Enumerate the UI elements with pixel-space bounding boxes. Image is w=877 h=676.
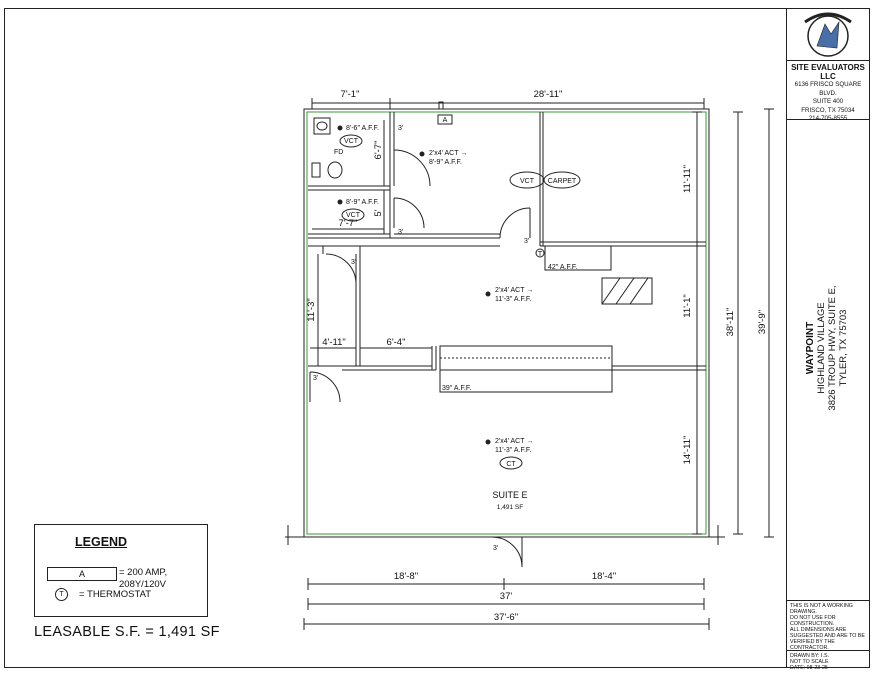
door-dim-6: 3' [493,545,498,552]
dim-right-1: 11'-11" [682,165,693,193]
rr1-ceiling: 8'-6" A.F.F. [346,125,379,132]
disclaimer-note: THIS IS NOT A WORKING DRAWING. DO NOT US… [787,600,869,651]
legend: LEGEND A = 200 AMP, 208Y/120V T = THERMO… [34,524,208,617]
firm-address-2: SUITE 400 [812,98,844,105]
note-line: ALL DIMENSIONS ARE [790,627,847,633]
dim-right-2: 11'-1" [682,294,693,318]
exterior-wall-outer [303,108,710,538]
shelf-label: 42" A.F.F. [548,264,577,271]
firm-info: SITE EVALUATORS LLC 6136 FRISCO SQUARE B… [787,60,869,122]
note-line: VERIFIED BY THE [790,639,835,645]
firm-address-1: 6136 FRISCO SQUARE BLVD. [794,81,862,97]
mid-ceiling-1: 2'x4' ACT → [495,287,533,294]
firm-logo [787,8,869,61]
door-dim-3: 3' [524,238,529,245]
project-line-3: 3826 TROUP HWY, SUITE E, [827,285,838,411]
door-dim-5: 3' [313,375,318,382]
drawing-info: DRAWN BY: I.S. NOT TO SCALE DATE: 08-23-… [787,650,869,676]
dim-top-left: 7'-1" [341,89,360,100]
panel-label: A [443,117,448,124]
firm-name: SITE EVALUATORS LLC [791,63,865,81]
note-line: CONTRACTOR. [790,645,829,651]
project-line-2: HIGHLAND VILLAGE [816,302,827,394]
legend-title: LEGEND [75,535,128,549]
drawing-date: DATE: 08-23-25 [790,665,828,671]
leasable-area: LEASABLE S.F. = 1,491 SF [34,624,220,640]
door-dim-4: 3' [351,259,356,266]
thermostat-symbol: T [55,588,68,601]
dim-bottom-right: 18'-4" [592,571,616,582]
panel-symbol: A [47,567,117,581]
dim-rr-depth: 5' [373,209,384,216]
main-floor: CT [506,461,516,468]
rr2-ceiling: 8'-9" A.F.F. [346,199,379,206]
floor-carpet: CARPET [548,178,577,185]
firm-address-3: FRISCO, TX 75034 [801,106,855,114]
dim-hall-width: 4'-11" [322,337,346,348]
project-name: WAYPOINT [805,321,816,375]
dim-bottom-overall: 37'-6" [494,612,518,623]
rr1-floor: VCT [344,138,359,145]
dim-rr2-width: 7'-7" [339,218,358,229]
panel-description: = 200 AMP, 208Y/120V [119,567,168,590]
sink [313,117,331,135]
suite-name: SUITE E [492,490,527,500]
note-line: DRAWING. [790,609,817,615]
rr2-floor: VCT [346,212,361,219]
door-dim-2: 3' [398,229,403,236]
firm-phone: 214-705-8555 [808,115,848,122]
dim-right-total-inner: 38'-11" [725,308,736,337]
note-line: DO NOT USE FOR [790,615,836,621]
scale-note: NOT TO SCALE [790,659,829,665]
toilet [327,161,343,179]
counter-label: 39" A.F.F. [442,385,471,392]
note-line: CONSTRUCTION. [790,621,835,627]
dim-hall-height: 11'-3" [306,298,317,322]
office-ceiling-1: 2'x4' ACT → [429,150,467,157]
dim-right-total-outer: 39'-9" [757,310,768,334]
floor-vct: VCT [520,178,535,185]
dim-right-3: 14'-11" [682,436,693,465]
dim-bottom-left: 18'-8" [394,571,418,582]
drawn-by: DRAWN BY: I.S. [790,653,829,659]
dim-top-right: 28'-11" [534,89,563,100]
title-block: SITE EVALUATORS LLC 6136 FRISCO SQUARE B… [786,8,870,671]
floor-drain-label: FD [334,149,343,156]
dim-rr-width: 6'-7" [373,141,384,160]
thermostat-description: = THERMOSTAT [79,589,152,600]
note-line: THIS IS NOT A WORKING [790,603,853,609]
main-ceiling-1: 2'x4' ACT → [495,438,533,445]
exterior-wall-inner [306,111,707,535]
thermostat-label: T [538,251,543,258]
dim-counter-offset: 6'-4" [387,337,406,348]
suite-area: 1,491 SF [497,504,523,511]
door-dim-1: 3' [398,125,403,132]
drawing-frame [4,8,870,668]
electrical-panel [437,114,453,125]
project-info: WAYPOINT HIGHLAND VILLAGE 3826 TROUP HWY… [805,258,849,438]
note-line: SUGGESTED AND ARE TO BE [790,633,865,639]
project-line-4: TYLER, TX 75703 [838,309,849,387]
office-ceiling-2: 8'-9" A.F.F. [429,159,462,166]
main-ceiling-2: 11'-3" A.F.F. [495,447,531,454]
mid-ceiling-2: 11'-3" A.F.F. [495,296,531,303]
dim-bottom-total: 37' [500,591,513,602]
